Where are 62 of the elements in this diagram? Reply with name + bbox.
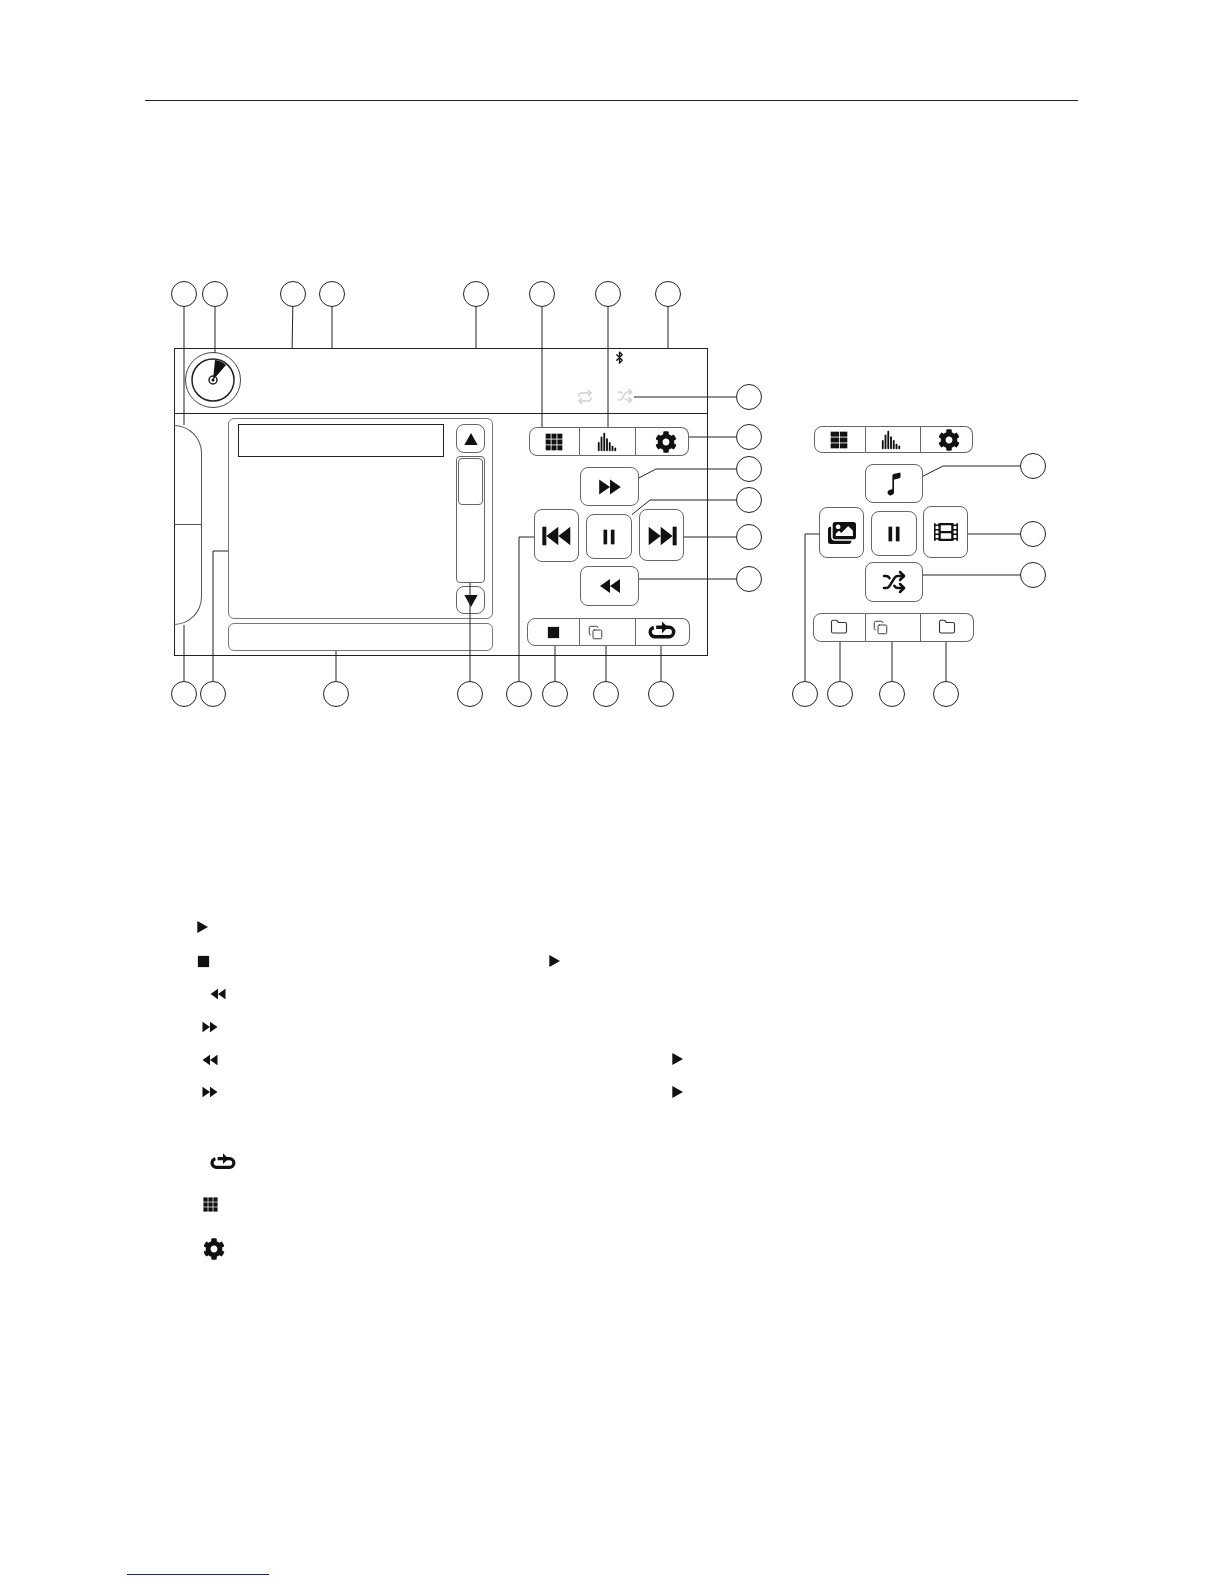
repeat-button <box>636 618 690 646</box>
leader-line <box>335 650 337 682</box>
leader-line <box>631 499 737 516</box>
leader-line <box>541 306 543 428</box>
title-field <box>238 424 444 457</box>
grid-button <box>529 427 580 456</box>
leader-line <box>633 396 737 398</box>
shuffle-icon <box>617 388 633 404</box>
leader-line <box>183 306 185 426</box>
scroll-down-button <box>456 586 485 614</box>
leader-line <box>922 465 1021 477</box>
leader-line <box>638 578 737 580</box>
leader-line <box>291 306 294 350</box>
pause-button <box>586 514 632 559</box>
leader-line <box>967 533 1021 535</box>
fast-forward-button <box>580 467 639 506</box>
leader-line <box>945 641 947 682</box>
copy-button <box>866 613 921 642</box>
leader-line <box>891 641 893 682</box>
rewind-button <box>580 566 639 606</box>
leader-line <box>469 582 471 682</box>
scroll-track <box>456 456 485 583</box>
disc-icon <box>185 352 241 408</box>
next-button <box>639 509 684 561</box>
settings-button <box>921 426 973 453</box>
leader-line <box>688 436 737 438</box>
leader-line <box>839 641 841 682</box>
equalizer-button <box>866 426 921 453</box>
settings-button <box>636 427 689 456</box>
folder-button <box>921 613 974 642</box>
video-button <box>923 506 968 558</box>
previous-button <box>534 509 579 562</box>
leader-line <box>554 645 556 682</box>
leader-line <box>183 624 185 682</box>
music-button <box>865 464 923 503</box>
copy-button <box>580 618 636 646</box>
list-panel <box>228 418 493 619</box>
leader-line <box>607 306 609 428</box>
scroll-thumb <box>458 458 483 505</box>
equalizer-button <box>580 427 636 456</box>
pause-button <box>871 511 917 556</box>
status-bar <box>228 623 493 651</box>
leader-line <box>638 468 737 479</box>
header-bar <box>175 349 707 414</box>
shuffle-button <box>865 562 923 602</box>
leader-line <box>804 533 820 682</box>
leader-line <box>214 306 216 354</box>
scroll-up-button <box>456 424 485 453</box>
leader-line <box>331 306 333 350</box>
leader-line <box>212 550 229 682</box>
leader-line <box>660 645 662 682</box>
leader-line <box>922 574 1021 576</box>
leader-line <box>605 645 607 682</box>
screen-frame <box>174 348 708 656</box>
leader-line <box>475 306 477 350</box>
leader-line <box>683 536 737 538</box>
stop-button <box>527 618 580 646</box>
list-button <box>814 426 866 453</box>
leader-line <box>667 306 669 350</box>
photo-button <box>819 507 864 558</box>
leader-line <box>518 536 535 682</box>
folder-button <box>813 613 866 642</box>
